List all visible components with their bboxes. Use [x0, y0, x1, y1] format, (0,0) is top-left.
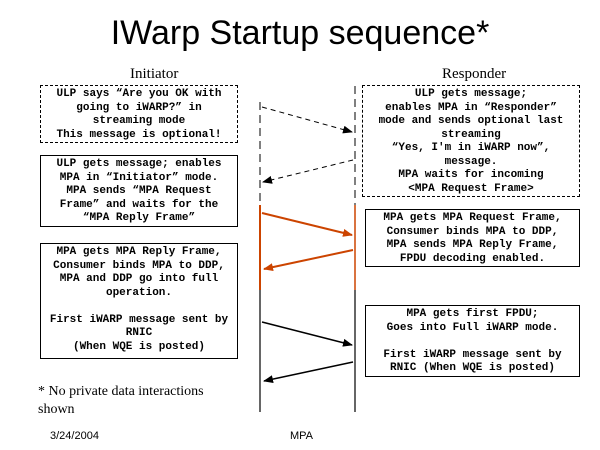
initiator-ulp-optional-box: ULP says “Are you OK with going to iWARP… [40, 85, 238, 143]
initiator-label: Initiator [130, 66, 179, 82]
footer-date: 3/24/2004 [50, 430, 99, 442]
initiator-mpa-reply-box: MPA gets MPA Reply Frame, Consumer binds… [40, 243, 238, 359]
arrow-mpa-request-frame [261, 212, 353, 237]
responder-ulp-enables-mpa-box: ULP gets message; enables MPA in “Respon… [362, 85, 580, 197]
responder-first-fpdu-box: MPA gets first FPDU; Goes into Full iWAR… [365, 305, 580, 377]
arrow-first-iwarp-responder [263, 361, 354, 384]
responder-label: Responder [442, 66, 507, 82]
responder-mpa-request-box: MPA gets MPA Request Frame, Consumer bin… [365, 209, 580, 267]
footnote: * No private data interactions shown [38, 384, 204, 417]
arrow-optional-request [261, 106, 353, 134]
arrow-first-iwarp-initiator [261, 321, 353, 347]
arrow-optional-reply [262, 159, 354, 184]
initiator-ulp-enables-mpa-box: ULP gets message; enables MPA in “Initia… [40, 155, 238, 227]
footer-center: MPA [290, 430, 314, 442]
page-title: IWarp Startup sequence* [110, 14, 490, 52]
arrow-mpa-reply-frame [263, 249, 354, 272]
